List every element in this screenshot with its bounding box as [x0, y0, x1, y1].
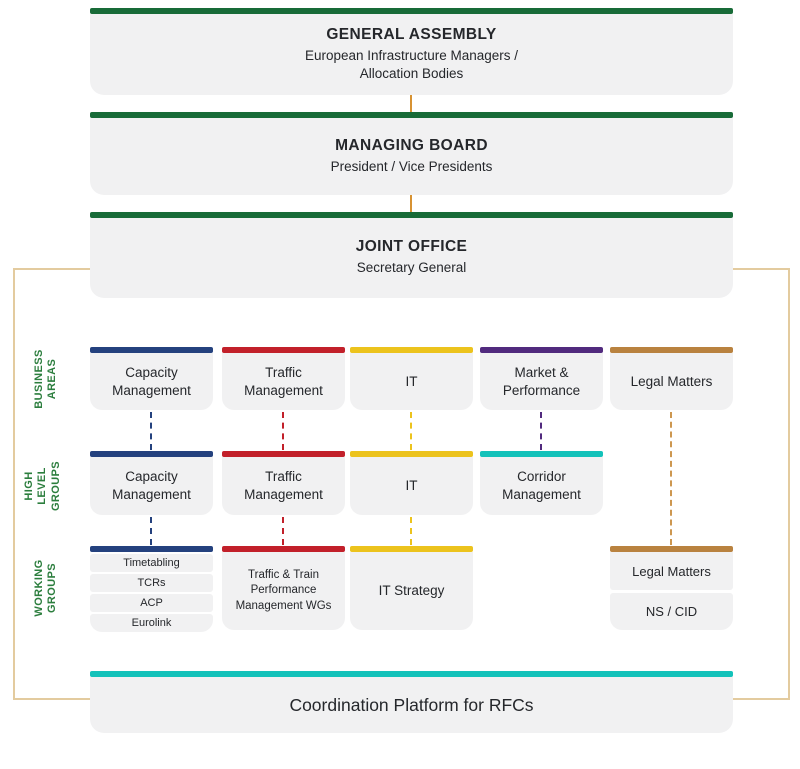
wg-capacity-items: Timetabling TCRs ACP Eurolink — [90, 554, 213, 632]
business-area-legal: Legal Matters — [610, 347, 733, 410]
wg-traffic: Traffic & Train Performance Management W… — [222, 546, 345, 630]
general-assembly-title: GENERAL ASSEMBLY — [326, 25, 497, 43]
label-business-areas: BUSINESS AREAS — [32, 349, 58, 409]
joint-office-box: JOINT OFFICE Secretary General — [90, 212, 733, 298]
business-area-traffic-label: Traffic Management — [222, 353, 345, 410]
hlg-traffic-label: Traffic Management — [222, 457, 345, 515]
hlg-corridor-bar — [480, 451, 603, 457]
wg-traffic-bar — [222, 546, 345, 552]
label-working-groups: WORKING GROUPS — [32, 559, 58, 617]
wg-item-tcrs: TCRs — [90, 574, 213, 592]
wg-item-acp: ACP — [90, 594, 213, 612]
joint-office-bar — [90, 212, 733, 218]
managing-board-box: MANAGING BOARD President / Vice Presiden… — [90, 112, 733, 195]
general-assembly-subtitle: European Infrastructure Managers / Alloc… — [90, 47, 733, 83]
business-area-market-performance: Market & Performance — [480, 347, 603, 410]
dash-capacity-1 — [150, 412, 152, 450]
wg-capacity-bar — [90, 546, 213, 552]
wg-traffic-label: Traffic & Train Performance Management W… — [222, 552, 345, 630]
connector-mb-jo — [410, 195, 412, 212]
dash-traffic-1 — [282, 412, 284, 450]
business-area-traffic: Traffic Management — [222, 347, 345, 410]
wg-legal-group: Legal Matters NS / CID — [610, 546, 733, 630]
managing-board-title: MANAGING BOARD — [335, 136, 488, 154]
managing-board-body: MANAGING BOARD President / Vice Presiden… — [90, 118, 733, 195]
coordination-platform-label: Coordination Platform for RFCs — [90, 677, 733, 733]
hlg-capacity-label: Capacity Management — [90, 457, 213, 515]
hlg-traffic-bar — [222, 451, 345, 457]
wg-it-strategy: IT Strategy — [350, 546, 473, 630]
business-area-it-label: IT — [350, 353, 473, 410]
dash-it-2 — [410, 517, 412, 545]
business-area-it-bar — [350, 347, 473, 353]
joint-office-body: JOINT OFFICE Secretary General — [90, 218, 733, 298]
connector-ga-mb — [410, 95, 412, 112]
business-area-traffic-bar — [222, 347, 345, 353]
coordination-platform-box: Coordination Platform for RFCs — [90, 671, 733, 733]
managing-board-subtitle: President / Vice Presidents — [330, 158, 493, 174]
general-assembly-body: GENERAL ASSEMBLY European Infrastructure… — [90, 14, 733, 95]
coordination-platform-bar — [90, 671, 733, 677]
business-area-legal-label: Legal Matters — [610, 353, 733, 410]
business-area-capacity: Capacity Management — [90, 347, 213, 410]
wg-it-strategy-bar — [350, 546, 473, 552]
dash-legal-long — [670, 412, 672, 545]
dash-it-1 — [410, 412, 412, 450]
general-assembly-box: GENERAL ASSEMBLY European Infrastructure… — [90, 8, 733, 95]
dash-market-1 — [540, 412, 542, 450]
joint-office-title: JOINT OFFICE — [355, 238, 468, 256]
wg-item-eurolink: Eurolink — [90, 614, 213, 632]
hlg-traffic: Traffic Management — [222, 451, 345, 515]
dash-capacity-2 — [150, 517, 152, 545]
managing-board-bar — [90, 112, 733, 118]
business-area-legal-bar — [610, 347, 733, 353]
dash-traffic-2 — [282, 517, 284, 545]
general-assembly-subtitle-line1: European Infrastructure Managers / — [304, 47, 519, 63]
business-area-capacity-label: Capacity Management — [90, 353, 213, 410]
wg-legal-bar — [610, 546, 733, 552]
wg-legal-label: Legal Matters — [610, 552, 733, 590]
business-area-market-performance-bar — [480, 347, 603, 353]
wg-it-strategy-label: IT Strategy — [350, 552, 473, 630]
hlg-it-label: IT — [350, 457, 473, 515]
general-assembly-bar — [90, 8, 733, 14]
wg-capacity-stack: Timetabling TCRs ACP Eurolink — [90, 546, 213, 632]
hlg-corridor: Corridor Management — [480, 451, 603, 515]
business-area-it: IT — [350, 347, 473, 410]
hlg-capacity: Capacity Management — [90, 451, 213, 515]
hlg-corridor-label: Corridor Management — [480, 457, 603, 515]
general-assembly-subtitle-line2: Allocation Bodies — [359, 66, 464, 81]
hlg-it-bar — [350, 451, 473, 457]
wg-item-timetabling: Timetabling — [90, 554, 213, 572]
hlg-capacity-bar — [90, 451, 213, 457]
business-area-capacity-bar — [90, 347, 213, 353]
hlg-it: IT — [350, 451, 473, 515]
wg-ns-cid-label: NS / CID — [610, 593, 733, 630]
joint-office-subtitle: Secretary General — [356, 260, 467, 276]
business-area-market-performance-label: Market & Performance — [480, 353, 603, 410]
